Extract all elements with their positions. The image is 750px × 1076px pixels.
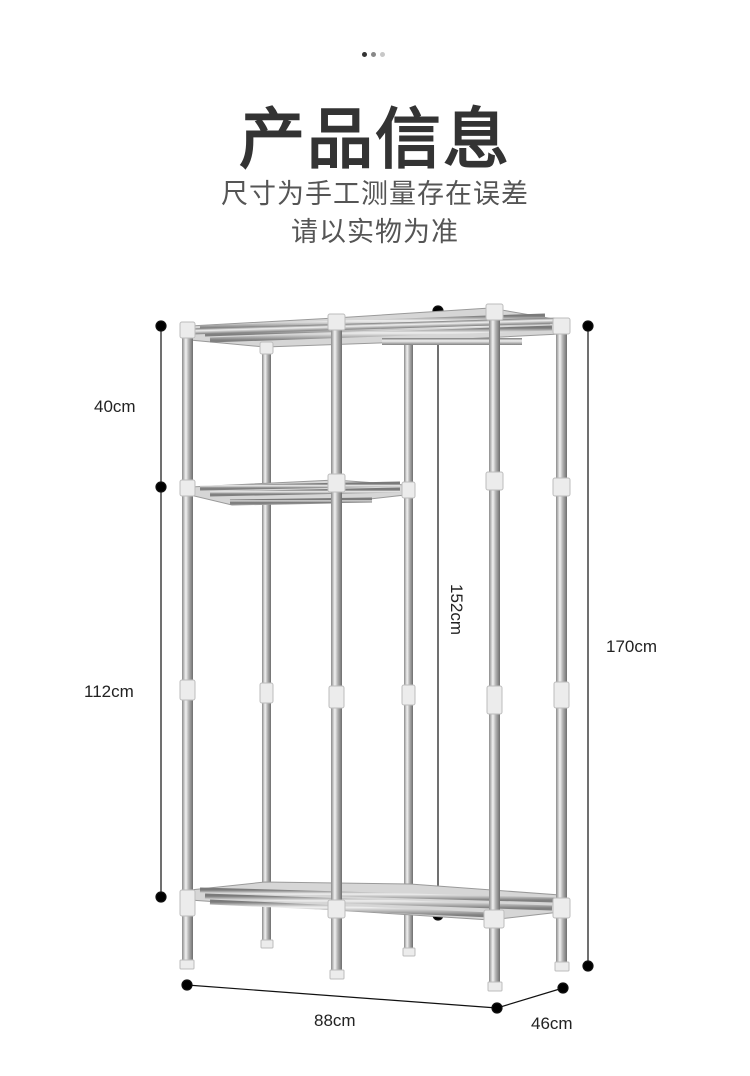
- disclaimer-line-1: 尺寸为手工测量存在误差: [221, 179, 529, 210]
- middle-shelf: [189, 479, 406, 506]
- back-poles: [262, 345, 413, 955]
- dim-middle-section-height: 112cm: [84, 682, 134, 701]
- dim-top-section-height: 40cm: [94, 397, 136, 416]
- page-title: 产品信息: [239, 101, 511, 178]
- dim-width: 88cm: [314, 1011, 356, 1030]
- dim-inner-height: 152cm: [447, 584, 466, 636]
- page-indicator-dot: [371, 52, 376, 57]
- page-indicator-dot-active: [362, 52, 367, 57]
- top-shelf: [189, 307, 561, 348]
- page-indicator: [362, 52, 385, 57]
- dim-depth: 46cm: [531, 1014, 573, 1033]
- pole-connectors: [179, 303, 571, 992]
- dim-total-height: 170cm: [606, 637, 658, 656]
- disclaimer-line-2: 请以实物为准: [291, 217, 459, 248]
- dimension-lines: [155, 305, 594, 1014]
- page-indicator-dot: [380, 52, 385, 57]
- front-poles: [182, 312, 567, 988]
